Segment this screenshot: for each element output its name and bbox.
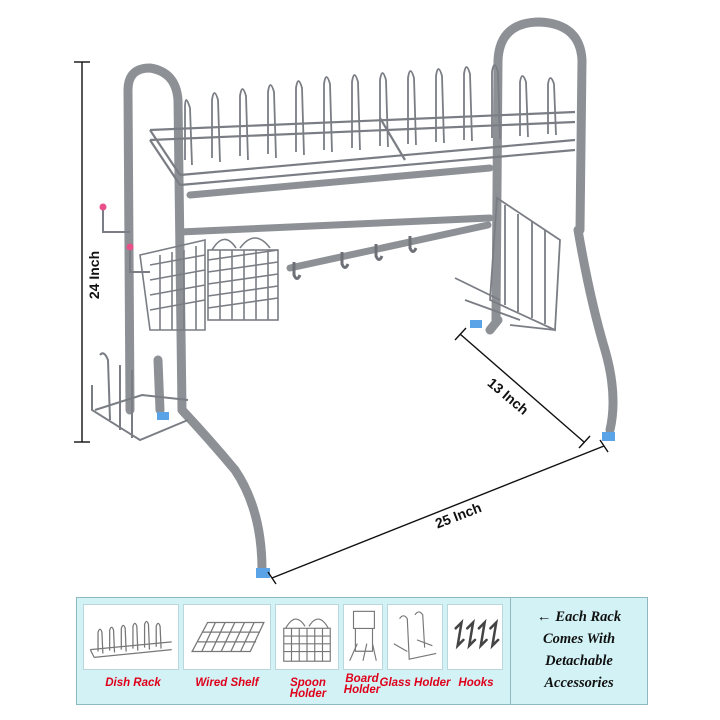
hook-tip-lower [126, 243, 134, 251]
cross-bars [176, 164, 494, 272]
top-dish-rack [149, 64, 576, 187]
wired-shelf-icon [191, 621, 265, 653]
dish-rack-tile [83, 604, 179, 670]
foot-back-right [470, 320, 482, 328]
spoon-holder-basket [207, 237, 279, 321]
dish-rack-icon [89, 620, 172, 658]
dish-rack-product-image: 24 Inch 13 Inch 25 Inch [74, 17, 618, 585]
height-label: 24 Inch [86, 251, 102, 299]
left-frame [123, 63, 267, 575]
accessory-label-hooks: Hooks [458, 677, 494, 689]
glass-holder-icon [393, 611, 437, 660]
hooks-icon [454, 618, 500, 650]
hooks-tile [447, 604, 503, 670]
glass-holder-tile [387, 604, 443, 670]
foot-front-right [602, 432, 615, 441]
depth-dimension-line [454, 327, 591, 449]
right-frame [485, 17, 618, 435]
wired-shelf-tile [183, 604, 271, 670]
panel-divider [510, 598, 511, 704]
board-holder-tile [343, 604, 383, 670]
height-dimension-line [74, 61, 90, 443]
note-line-1: ←Each Rack [536, 609, 622, 625]
hook-tip-upper [99, 203, 107, 211]
accessory-label-dish-rack: Dish Rack [105, 677, 161, 689]
accessory-label-board-holder: Board Holder [343, 673, 381, 696]
width-dimension-line [267, 439, 609, 585]
hanging-hooks [292, 236, 418, 280]
note-line-3: Detachable [545, 653, 613, 669]
side-wired-shelf [139, 238, 206, 331]
side-hooks [102, 210, 150, 273]
foot-front-left [256, 568, 270, 578]
spoon-holder-icon [283, 618, 331, 662]
accessories-panel: Dish Rack Wired Shelf Spoon Holder Board… [76, 597, 648, 705]
board-holder [91, 352, 189, 442]
detachable-note: ←Each Rack Comes With Detachable Accesso… [513, 606, 645, 700]
accessory-label-wired-shelf: Wired Shelf [195, 677, 259, 689]
accessory-label-spoon-holder: Spoon Holder [289, 677, 327, 700]
board-holder-icon [349, 610, 377, 661]
spoon-holder-tile [275, 604, 339, 670]
note-line-2: Comes With [542, 631, 616, 647]
note-line-4: Accessories [544, 675, 614, 691]
glass-holder [454, 196, 561, 332]
left-arrow-icon: ← [536, 609, 552, 625]
accessory-label-glass-holder: Glass Holder [379, 677, 451, 689]
foot-back-left [157, 412, 169, 420]
depth-label: 13 Inch [485, 375, 532, 418]
